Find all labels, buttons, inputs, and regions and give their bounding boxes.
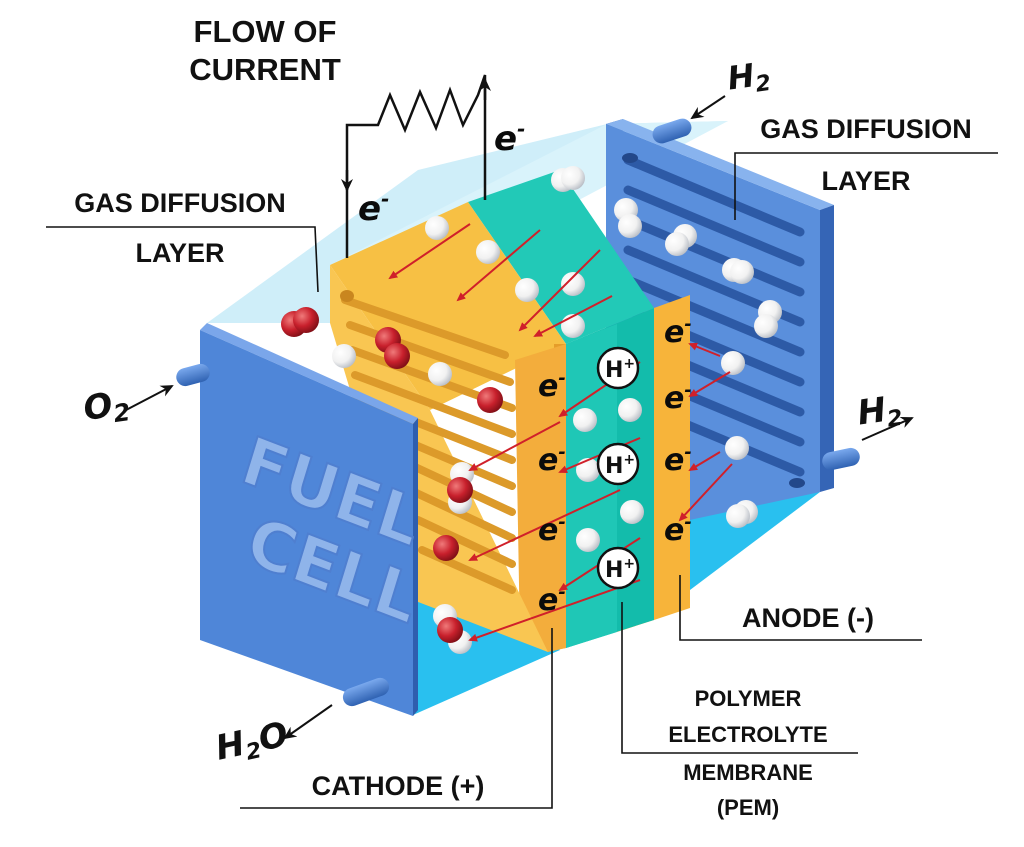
gdl-left-label-line1: GAS DIFFUSION: [74, 188, 286, 218]
charge-carriers: e-e-e-e-e-e-e-e- H+ H+ H+: [538, 314, 692, 618]
circuit-wire: [345, 74, 487, 258]
proton-symbol: H+: [605, 356, 635, 383]
h2-in-arrow: [690, 95, 726, 120]
external-circuit: [341, 74, 491, 258]
reaction-arrows: [388, 223, 733, 642]
hydrogen-atom: [725, 436, 749, 460]
h2o-arrow: [283, 704, 333, 740]
proton-circle: [596, 346, 640, 390]
proton-circle: [596, 442, 640, 486]
hydrogen-atom: [726, 504, 750, 528]
hydrogen-atom: [754, 314, 778, 338]
h2-out-arrow: [861, 416, 914, 441]
oxygen-atom: [293, 307, 319, 333]
reaction-arrow: [688, 371, 731, 398]
leader-gdl-left: [46, 226, 319, 293]
gas-flow-arrows: [125, 95, 914, 740]
oxygen-atom: [447, 477, 473, 503]
electron-symbol: e-: [664, 442, 692, 478]
h2o-outlet-pipe: [342, 677, 390, 707]
circuit-electron-label-right: e-: [494, 117, 525, 159]
reaction-arrow: [468, 421, 561, 471]
reaction-arrow: [678, 463, 733, 522]
leader-lines: [46, 152, 998, 809]
electron-symbol: e-: [664, 314, 692, 350]
pem-label-line3: MEMBRANE: [683, 760, 813, 785]
flow-of-current-label-line2: CURRENT: [189, 52, 341, 87]
electron-symbol: e-: [538, 512, 566, 548]
cathode-end-plate: FUEL CELL: [176, 323, 431, 716]
oxygen-atom: [437, 617, 463, 643]
oxygen-atom: [384, 343, 410, 369]
h2-inlet-label: H2: [725, 54, 773, 101]
electron-symbol: e-: [538, 442, 566, 478]
electron-symbol: e-: [538, 582, 566, 618]
cathode-layer: [330, 202, 566, 652]
anode-label: ANODE (-): [742, 603, 874, 633]
hydrogen-atom: [721, 351, 745, 375]
hydrogen-atom: [618, 214, 642, 238]
hydrogen-atom: [515, 278, 539, 302]
electron-symbol: e-: [538, 368, 566, 404]
hydrogen-atom: [425, 216, 449, 240]
h2-inlet-pipe: [652, 118, 692, 144]
hydrogen-atom: [576, 528, 600, 552]
electron-symbol: e-: [664, 512, 692, 548]
cathode-label: CATHODE (+): [312, 771, 485, 801]
pem-label-line1: POLYMER: [695, 686, 802, 711]
hydrogen-atom: [561, 166, 585, 190]
hydrogen-atom: [332, 344, 356, 368]
reaction-arrow: [688, 342, 721, 357]
molecules-group: [281, 166, 782, 654]
hydrogen-atom: [576, 458, 600, 482]
h2-outlet-label: H2: [855, 388, 904, 437]
gdl-right-label-line1: GAS DIFFUSION: [760, 114, 972, 144]
hydrogen-atom: [476, 240, 500, 264]
o2-inlet-pipe: [176, 363, 210, 387]
hydrogen-atom: [561, 272, 585, 296]
hydrogen-atom: [620, 500, 644, 524]
leader-gdl-right: [734, 152, 998, 220]
reaction-arrow: [456, 229, 541, 302]
reaction-arrow: [468, 579, 641, 642]
hydrogen-atom: [561, 314, 585, 338]
h2o-label: H2O: [212, 714, 292, 771]
reaction-arrow: [518, 249, 601, 332]
o2-arrow: [125, 385, 174, 411]
hydrogen-atom: [665, 232, 689, 256]
reaction-arrow: [468, 489, 621, 561]
oxygen-atom: [433, 535, 459, 561]
o2-label: O2: [81, 383, 132, 432]
hydrogen-atom: [618, 398, 642, 422]
gdl-right-label-line2: LAYER: [821, 166, 910, 196]
hydrogen-atom: [428, 362, 452, 386]
pem-label-line2: ELECTROLYTE: [668, 722, 827, 747]
oxygen-atom: [477, 387, 503, 413]
gdl-left-label-line2: LAYER: [135, 238, 224, 268]
electron-symbol: e-: [664, 380, 692, 416]
leader-pem: [621, 602, 858, 754]
proton-symbol: H+: [605, 556, 635, 583]
leader-cathode: [240, 628, 553, 809]
leader-anode: [679, 575, 922, 641]
hydrogen-atom: [573, 408, 597, 432]
reaction-arrow: [533, 295, 613, 337]
reaction-arrow: [688, 451, 721, 472]
h2-outlet-pipe: [822, 447, 860, 471]
pem-label-line4: (PEM): [717, 795, 779, 820]
proton-symbol: H+: [605, 452, 635, 479]
reaction-arrow: [388, 223, 471, 280]
flow-of-current-label-line1: FLOW OF: [194, 14, 337, 49]
hydrogen-atom: [730, 260, 754, 284]
proton-circle: [596, 546, 640, 590]
circuit-electron-label-left: e-: [358, 187, 389, 229]
